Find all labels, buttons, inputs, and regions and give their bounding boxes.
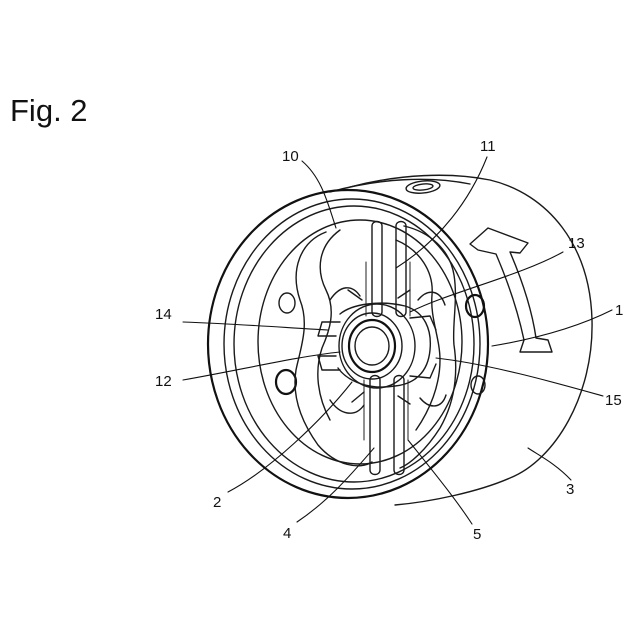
callout-15: 15 [605,392,622,409]
bushing [349,320,395,372]
callout-3: 3 [566,481,574,498]
leader-10 [302,161,336,228]
central-hub [318,290,436,404]
bore [355,327,389,365]
callout-2: 2 [213,494,221,511]
vertical-slots [364,222,410,475]
top-slot [405,179,440,194]
cam-plate [295,226,456,468]
callout-4: 4 [283,525,291,542]
leader-13 [410,252,563,312]
callout-12: 12 [155,373,172,390]
leader-2 [228,382,352,492]
callout-14: 14 [155,306,172,323]
hole-lower-left [276,370,296,394]
leader-5 [408,440,472,524]
callout-10: 10 [282,148,299,165]
callout-5: 5 [473,526,481,543]
housing-marking [470,228,552,352]
figure-title: Fig. 2 [10,93,88,128]
callout-11: 11 [480,138,496,155]
callout-1: 1 [615,302,623,319]
leader-14 [183,322,328,330]
leader-11 [396,157,487,268]
hole-upper-left [279,293,295,313]
callout-13: 13 [568,235,585,252]
leader-1 [492,310,612,346]
